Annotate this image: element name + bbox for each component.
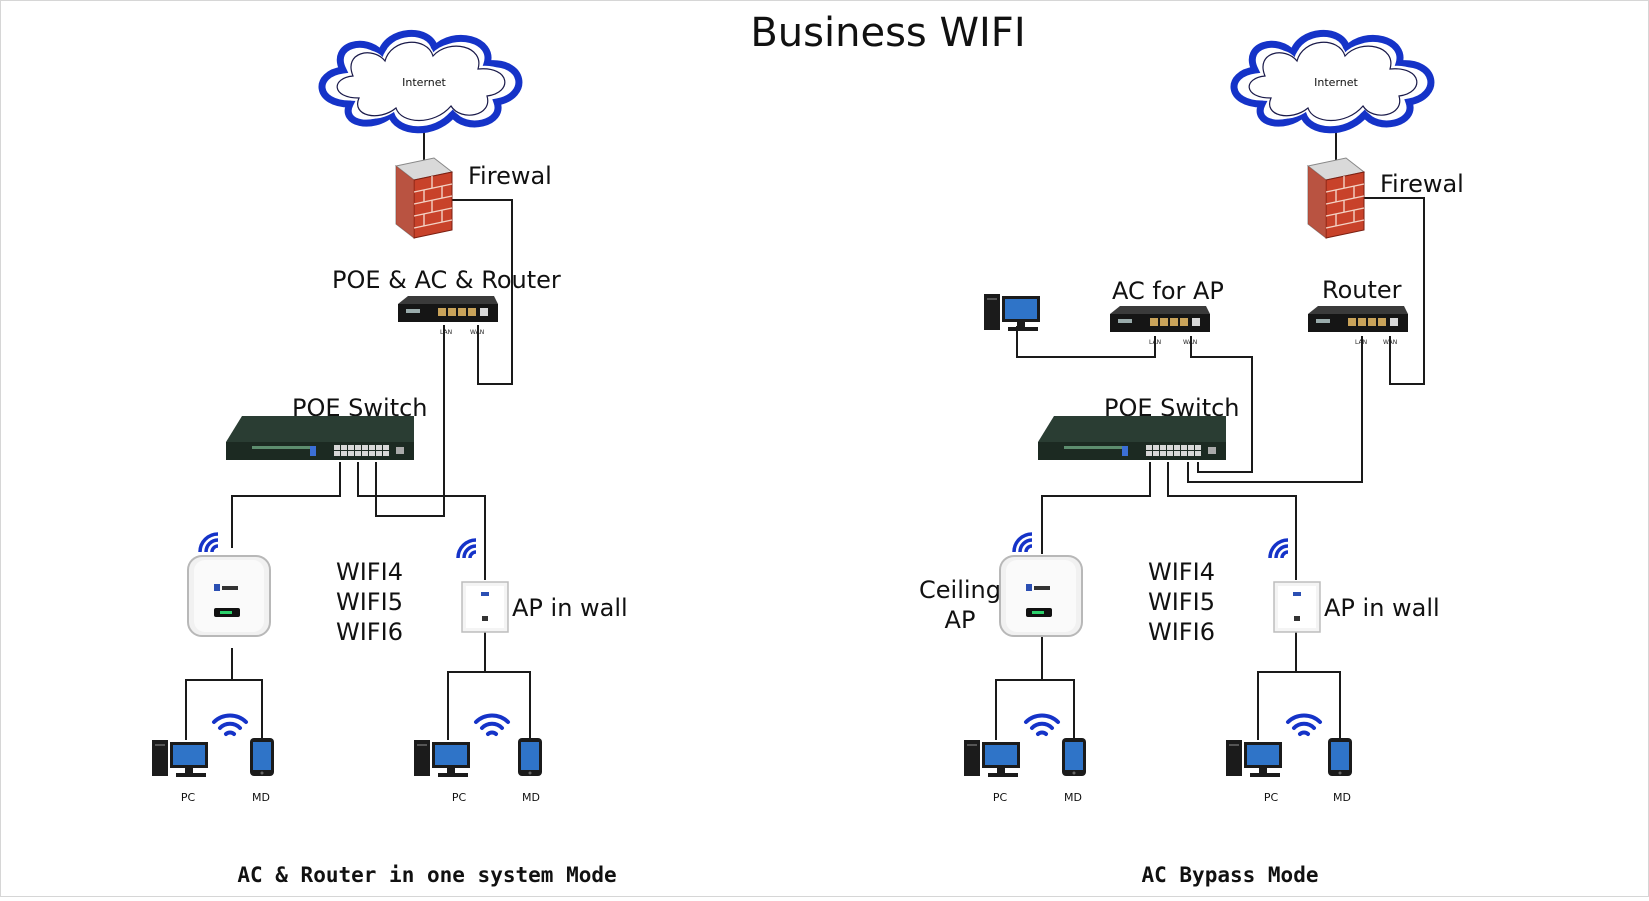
wan-port-label: WAN [1383, 339, 1397, 346]
poe-ac-router-label: POE & AC & Router [332, 266, 561, 294]
wifi5-label: WIFI5 [1148, 588, 1215, 616]
wifi6-label: WIFI6 [1148, 618, 1215, 646]
md-label: MD [1064, 791, 1082, 804]
router-label: Router [1322, 276, 1402, 304]
pc-label: PC [181, 791, 196, 804]
ap-in-wall-label: AP in wall [512, 594, 628, 622]
ceiling-ap-label-line2: AP [945, 606, 976, 634]
wifi5-label: WIFI5 [336, 588, 403, 616]
wifi4-label: WIFI4 [336, 558, 403, 586]
internet-label: Internet [1314, 76, 1358, 89]
pc-label: PC [1264, 791, 1279, 804]
firewall-label: Firewal [468, 162, 552, 190]
wan-port-label: WAN [1183, 339, 1197, 346]
lan-port-label: LAN [440, 329, 452, 336]
ap-in-wall-label: AP in wall [1324, 594, 1440, 622]
ac-for-ap-label: AC for AP [1112, 277, 1224, 305]
left-mode-caption: AC & Router in one system Mode [237, 863, 616, 887]
firewall-label: Firewal [1380, 170, 1464, 198]
left-diagram: Internet Firewal POE & AC & Router LAN W… [152, 33, 628, 887]
lan-port-label: LAN [1149, 339, 1161, 346]
wan-port-label: WAN [470, 329, 484, 336]
right-diagram: Internet Firewal AC for AP LAN WAN Route… [919, 33, 1464, 887]
md-label: MD [252, 791, 270, 804]
md-label: MD [522, 791, 540, 804]
internet-label: Internet [402, 76, 446, 89]
diagram-title: Business WIFI [750, 10, 1025, 56]
pc-label: PC [993, 791, 1008, 804]
pc-label: PC [452, 791, 467, 804]
wifi6-label: WIFI6 [336, 618, 403, 646]
ceiling-ap-label-line1: Ceiling [919, 576, 1001, 604]
right-mode-caption: AC Bypass Mode [1141, 863, 1318, 887]
wifi4-label: WIFI4 [1148, 558, 1215, 586]
md-label: MD [1333, 791, 1351, 804]
lan-port-label: LAN [1355, 339, 1367, 346]
